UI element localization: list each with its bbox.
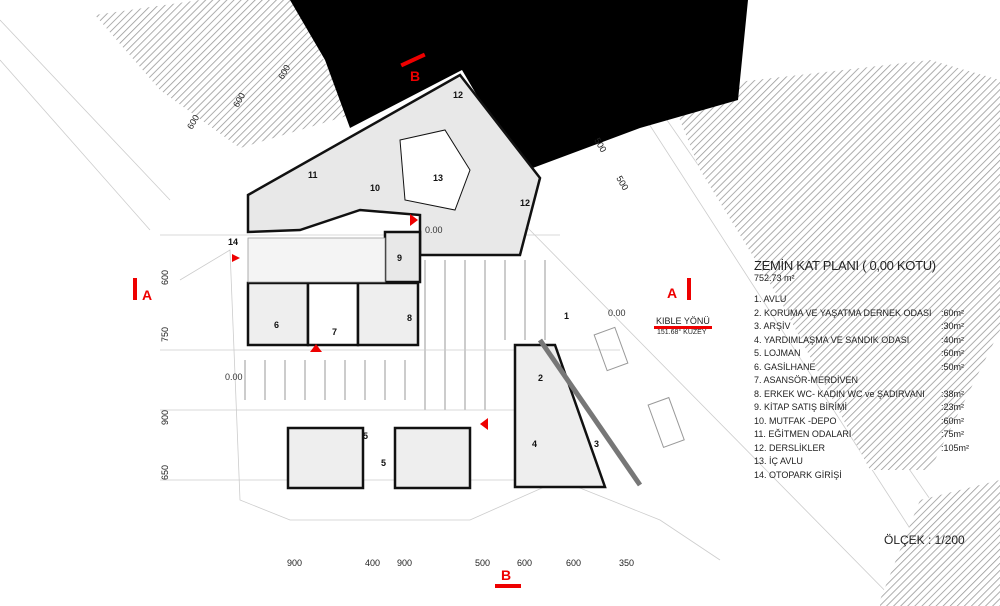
courtyard-paving — [244, 260, 546, 410]
legend-item-name: 4. YARDIMLAŞMA VE SANDIK ODASI — [754, 334, 910, 345]
svg-text:650: 650 — [160, 465, 170, 480]
section-a-right: A — [667, 285, 677, 301]
legend-item-area: :40m² — [941, 334, 965, 345]
legend-item-name: 7. ASANSÖR-MERDİVEN — [754, 375, 859, 385]
svg-text:600: 600 — [160, 270, 170, 285]
section-b-bottom: B — [501, 567, 511, 583]
room-label: 6 — [274, 320, 279, 330]
room-label: 9 — [397, 253, 402, 263]
section-marks: A A B B — [133, 52, 691, 588]
legend-item-area: :50m² — [941, 361, 965, 372]
svg-text:500: 500 — [614, 174, 630, 192]
existing-building-mass — [290, 0, 748, 172]
legend-item-area: :60m² — [941, 348, 965, 358]
room-label: 13 — [433, 173, 443, 183]
legend-item-name: 8. ERKEK WC- KADIN WC ve ŞADIRVANI — [754, 388, 925, 399]
legend-item: 11. EĞİTMEN ODALARI :75m² — [754, 428, 969, 442]
legend-item: 10. MUTFAK -DEPO :60m² — [754, 415, 969, 429]
legend-item-name: 1. AVLU — [754, 294, 787, 304]
level-mark: 0.00 — [425, 225, 443, 235]
room-label: 14 — [228, 237, 238, 247]
svg-text:900: 900 — [160, 410, 170, 425]
legend-item-name: 11. EĞİTMEN ODALARI — [754, 429, 852, 439]
plan-area: 752.73 m² — [754, 273, 795, 283]
legend-item-name: 9. KİTAP SATIŞ BİRİMİ — [754, 402, 848, 412]
room-label: 11 — [308, 170, 318, 180]
legend-item-name: 10. MUTFAK -DEPO — [754, 415, 837, 426]
legend-item: 14. OTOPARK GİRİŞİ — [754, 469, 969, 483]
room-label: 12 — [520, 198, 530, 208]
legend-item: 12. DERSLİKLER :105m² — [754, 442, 969, 456]
wall-strip — [537, 338, 643, 487]
svg-text:400: 400 — [365, 558, 380, 568]
room-label: 2 — [538, 373, 543, 383]
legend-item-name: 2. KORUMA VE YAŞATMA DERNEK ODASI — [754, 307, 932, 318]
legend-item-area: :23m² — [941, 402, 965, 412]
room-label: 5 — [381, 458, 386, 468]
legend-item: 8. ERKEK WC- KADIN WC ve ŞADIRVANI :38m² — [754, 388, 969, 402]
section-a-left: A — [142, 287, 152, 303]
room-label: 3 — [594, 439, 599, 449]
legend-item: 6. GASİLHANE :50m² — [754, 361, 969, 375]
legend-item: 5. LOJMAN :60m² — [754, 347, 969, 361]
svg-text:750: 750 — [160, 327, 170, 342]
legend-item: 1. AVLU — [754, 293, 969, 307]
legend-item-area: :105m² — [941, 442, 970, 453]
level-mark: 0.00 — [608, 308, 626, 318]
room-label: 4 — [532, 439, 537, 449]
legend-item: 3. ARŞİV :30m² — [754, 320, 969, 334]
neighbour-block-right — [668, 60, 1000, 470]
svg-text:600: 600 — [566, 558, 581, 568]
legend-item: 9. KİTAP SATIŞ BİRİMİ :23m² — [754, 401, 969, 415]
legend: ZEMİN KAT PLANI ( 0,00 KOTU) 752.73 m² 1… — [754, 258, 969, 482]
pool-2 — [647, 396, 685, 449]
neighbour-block-topleft — [95, 0, 350, 148]
legend-item-area: :30m² — [941, 321, 965, 331]
svg-text:350: 350 — [619, 558, 634, 568]
room-labels: 11 10 13 12 12 14 9 6 7 8 1 2 3 4 5 5 — [228, 90, 599, 468]
legend-item: 4. YARDIMLAŞMA VE SANDIK ODASI :40m² — [754, 334, 969, 348]
qibla-bearing: 151.68° KUZEY — [657, 329, 707, 336]
qibla-label: KIBLE YÖNÜ — [654, 316, 712, 329]
room-label: 10 — [370, 183, 380, 193]
legend-item-name: 14. OTOPARK GİRİŞİ — [754, 469, 842, 480]
svg-text:600: 600 — [517, 558, 532, 568]
legend-item-area: :60m² — [941, 415, 965, 426]
legend-item-name: 5. LOJMAN — [754, 348, 801, 358]
svg-text:500: 500 — [475, 558, 490, 568]
legend-item-area: :38m² — [941, 388, 965, 399]
legend-item-name: 6. GASİLHANE — [754, 361, 816, 372]
section-b-top: B — [410, 68, 420, 84]
neighbour-block-bottomright — [880, 480, 1000, 606]
legend-item-area: :60m² — [941, 307, 965, 318]
legend-item: 13. İÇ AVLU — [754, 455, 969, 469]
room-label: 7 — [332, 327, 337, 337]
legend-item-name: 12. DERSLİKLER — [754, 442, 826, 453]
room-label: 8 — [407, 313, 412, 323]
legend-item-name: 3. ARŞİV — [754, 321, 791, 331]
plan-title: ZEMİN KAT PLANI ( 0,00 KOTU) — [754, 258, 936, 273]
pool — [593, 326, 629, 372]
qibla-direction: KIBLE YÖNÜ 151.68° KUZEY — [654, 316, 712, 336]
room-label: 5 — [363, 431, 368, 441]
room-label: 12 — [453, 90, 463, 100]
svg-text:900: 900 — [397, 558, 412, 568]
legend-item: 7. ASANSÖR-MERDİVEN — [754, 374, 969, 388]
svg-text:900: 900 — [287, 558, 302, 568]
entrance-ramp — [247, 237, 386, 283]
legend-item: 2. KORUMA VE YAŞATMA DERNEK ODASI :60m² — [754, 307, 969, 321]
building-walls — [246, 73, 607, 490]
legend-item-name: 13. İÇ AVLU — [754, 456, 803, 466]
room-label: 1 — [564, 311, 569, 321]
level-mark: 0.00 — [225, 372, 243, 382]
legend-item-area: :75m² — [941, 429, 965, 439]
scale-label: ÖLÇEK : 1/200 — [884, 533, 965, 547]
